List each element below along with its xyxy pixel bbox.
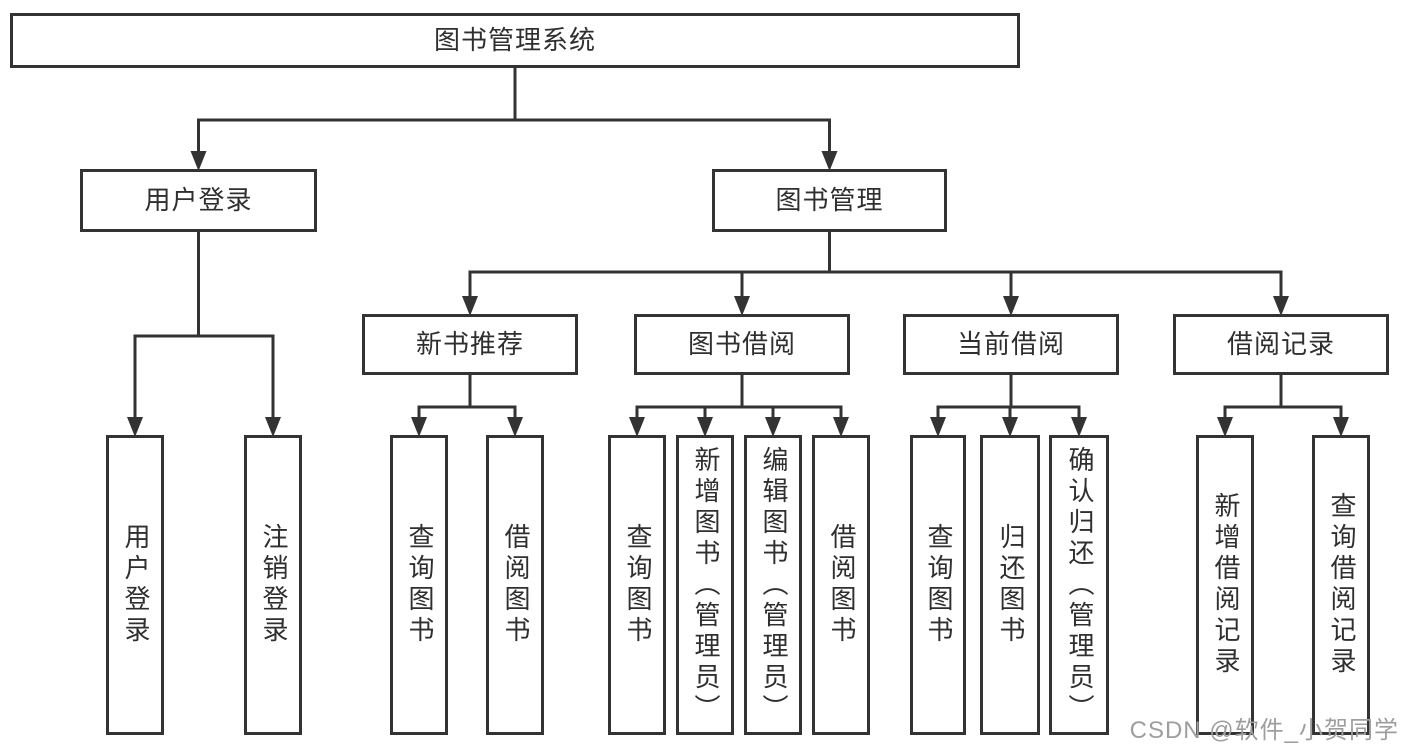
node-rec-query: 查询图书 xyxy=(390,435,448,735)
node-br-query: 查询借阅记录 xyxy=(1312,435,1370,735)
node-user-login: 用户登录 xyxy=(80,169,317,232)
arrowhead-icon xyxy=(833,417,849,437)
node-cb-return: 归还图书 xyxy=(980,435,1040,735)
arrowhead-icon xyxy=(734,296,750,316)
node-label-bb-borrow: 借阅图书 xyxy=(826,523,857,647)
arrowhead-icon xyxy=(765,417,781,437)
node-borrow-records: 借阅记录 xyxy=(1173,314,1389,375)
arrowhead-icon xyxy=(697,417,713,437)
node-label-book-mgmt: 图书管理 xyxy=(775,184,884,215)
node-bb-edit: 编辑图书（管理员） xyxy=(744,435,802,735)
node-login-leaf: 用户登录 xyxy=(106,435,164,735)
node-root: 图书管理系统 xyxy=(10,13,1020,68)
arrowhead-icon xyxy=(507,417,523,437)
node-logout-leaf: 注销登录 xyxy=(244,435,302,735)
arrowhead-icon xyxy=(1333,417,1349,437)
arrowhead-icon xyxy=(265,417,281,437)
node-label-cb-return: 归还图书 xyxy=(995,523,1026,647)
node-current-borrow: 当前借阅 xyxy=(903,314,1119,375)
node-label-rec-query: 查询图书 xyxy=(404,523,435,647)
node-label-cb-query: 查询图书 xyxy=(923,523,954,647)
node-label-cb-confirm: 确认归还（管理员） xyxy=(1064,445,1095,725)
node-label-bb-add: 新增图书（管理员） xyxy=(690,445,721,725)
node-bb-add: 新增图书（管理员） xyxy=(676,435,734,735)
node-label-root: 图书管理系统 xyxy=(433,24,596,55)
node-label-login-leaf: 用户登录 xyxy=(120,523,151,647)
node-label-logout-leaf: 注销登录 xyxy=(258,523,289,647)
arrowhead-icon xyxy=(127,417,143,437)
node-label-br-query: 查询借阅记录 xyxy=(1326,492,1357,678)
node-label-br-add: 新增借阅记录 xyxy=(1210,492,1241,678)
node-label-bb-query: 查询图书 xyxy=(622,523,653,647)
arrowhead-icon xyxy=(1071,417,1087,437)
arrowhead-icon xyxy=(411,417,427,437)
node-br-add: 新增借阅记录 xyxy=(1196,435,1254,735)
arrowhead-icon xyxy=(930,417,946,437)
node-cb-query: 查询图书 xyxy=(910,435,966,735)
arrowhead-icon xyxy=(1217,417,1233,437)
node-new-book-rec: 新书推荐 xyxy=(362,314,578,375)
node-label-new-book-rec: 新书推荐 xyxy=(415,328,524,359)
arrowhead-icon xyxy=(1273,296,1289,316)
node-book-mgmt: 图书管理 xyxy=(712,169,947,232)
node-label-rec-borrow: 借阅图书 xyxy=(500,523,531,647)
node-bb-borrow: 借阅图书 xyxy=(812,435,870,735)
node-rec-borrow: 借阅图书 xyxy=(486,435,544,735)
node-bb-query: 查询图书 xyxy=(608,435,666,735)
arrowhead-icon xyxy=(1002,417,1018,437)
node-book-borrow: 图书借阅 xyxy=(634,314,850,375)
node-label-borrow-records: 借阅记录 xyxy=(1226,328,1335,359)
arrowhead-icon xyxy=(821,151,838,171)
node-label-book-borrow: 图书借阅 xyxy=(687,328,796,359)
arrowhead-icon xyxy=(1003,296,1019,316)
watermark: CSDN @软件_小贺同学 xyxy=(1129,717,1399,744)
node-label-bb-edit: 编辑图书（管理员） xyxy=(758,445,789,725)
node-label-current-borrow: 当前借阅 xyxy=(956,328,1065,359)
arrowhead-icon xyxy=(462,296,478,316)
node-cb-confirm: 确认归还（管理员） xyxy=(1049,435,1109,735)
arrowhead-icon xyxy=(190,151,207,171)
arrowhead-icon xyxy=(629,417,645,437)
node-label-user-login: 用户登录 xyxy=(144,184,253,215)
